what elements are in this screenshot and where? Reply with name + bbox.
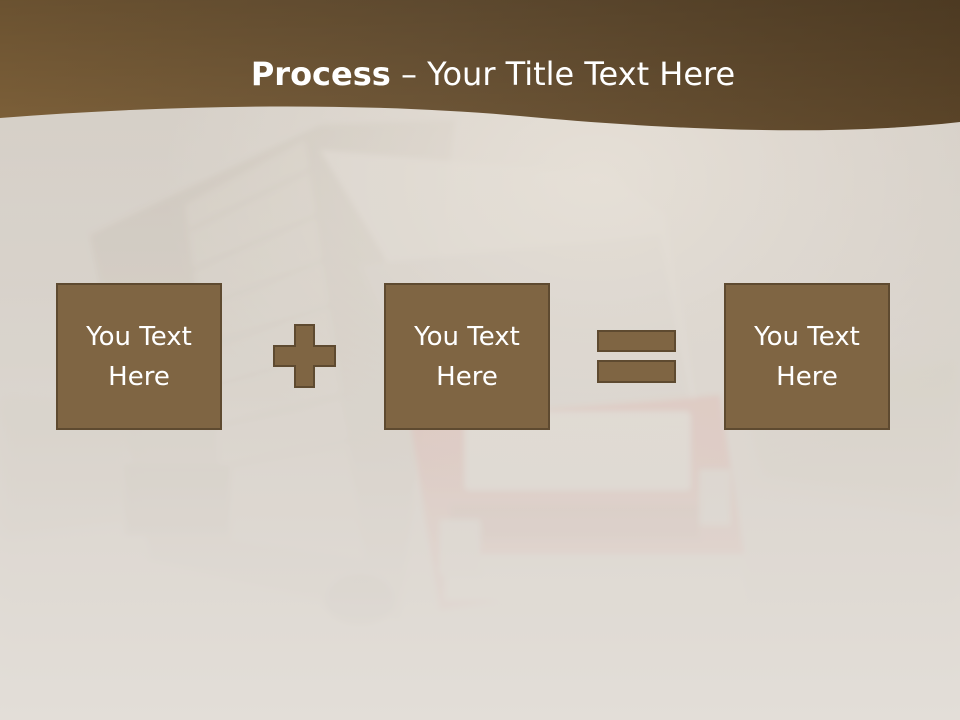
process-box-2[interactable]: You Text Here: [384, 283, 550, 430]
slide-title-rest: – Your Title Text Here: [390, 55, 736, 93]
process-box-1[interactable]: You Text Here: [56, 283, 222, 430]
slide-title-bold: Process: [250, 55, 391, 93]
title-band: [0, 0, 960, 131]
process-box-1-label: You Text Here: [86, 321, 192, 392]
process-box-3-label: You Text Here: [754, 321, 860, 392]
process-box-2-label: You Text Here: [414, 321, 520, 392]
slide-title[interactable]: Process – Your Title Text Here: [0, 52, 960, 96]
equals-icon: [597, 330, 676, 383]
plus-icon: [273, 324, 336, 388]
process-box-3[interactable]: You Text Here: [724, 283, 890, 430]
